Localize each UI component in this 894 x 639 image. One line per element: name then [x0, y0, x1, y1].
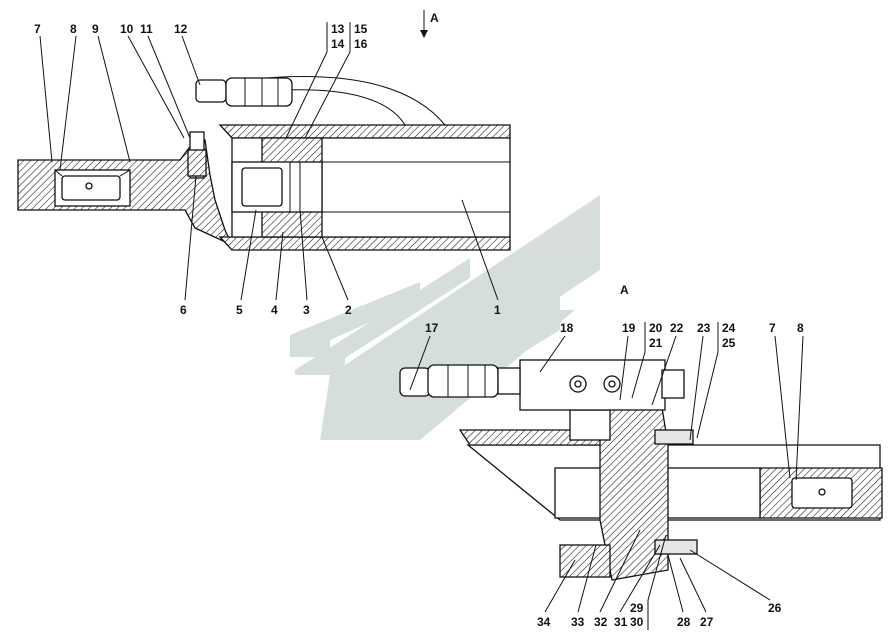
callout: 11: [140, 22, 153, 36]
view-arrow-a: A: [420, 10, 439, 38]
callout: 4: [271, 303, 278, 317]
callouts-top: 7 8 9 10 11 12 13 14 15 16 6 5 4 3 2 1: [34, 22, 501, 317]
view-label: A: [620, 283, 629, 297]
callout: 10: [120, 22, 134, 36]
callout: 34: [537, 615, 551, 629]
callout: 14: [331, 37, 345, 51]
arrow-down-icon: [420, 30, 428, 38]
callout: 20: [649, 321, 663, 335]
callout: 17: [425, 321, 439, 335]
callout: 13: [331, 22, 345, 36]
callout: 23: [697, 321, 711, 335]
callout: 26: [768, 601, 782, 615]
callout: 22: [670, 321, 684, 335]
callout: 25: [722, 336, 736, 350]
callout: 8: [797, 321, 804, 335]
callout: 33: [571, 615, 585, 629]
callout: 18: [560, 321, 574, 335]
joint-assembly: [399, 359, 883, 581]
callout: 6: [180, 303, 187, 317]
callout: 32: [594, 615, 608, 629]
arrow-label: A: [430, 11, 439, 25]
callout: 12: [174, 22, 188, 36]
callout: 19: [622, 321, 636, 335]
callout: 5: [236, 303, 243, 317]
callout: 24: [722, 321, 736, 335]
callout: 7: [769, 321, 776, 335]
callout: 27: [700, 615, 714, 629]
callouts-bottom: 17 18 19 20 21 22 23 24 25 7 8 34 33 32 …: [409, 321, 804, 630]
callout: 3: [303, 303, 310, 317]
callout: 8: [70, 22, 77, 36]
callout: 16: [354, 37, 368, 51]
callout: 7: [34, 22, 41, 36]
callout: 9: [92, 22, 99, 36]
callout: 28: [677, 615, 691, 629]
callout: 2: [345, 303, 352, 317]
callout: 29: [630, 601, 644, 615]
cylinder-assembly: [17, 75, 511, 251]
callout: 31: [614, 615, 628, 629]
callout: 21: [649, 336, 663, 350]
callout: 15: [354, 22, 368, 36]
callout: 30: [630, 615, 644, 629]
callout: 1: [494, 303, 501, 317]
